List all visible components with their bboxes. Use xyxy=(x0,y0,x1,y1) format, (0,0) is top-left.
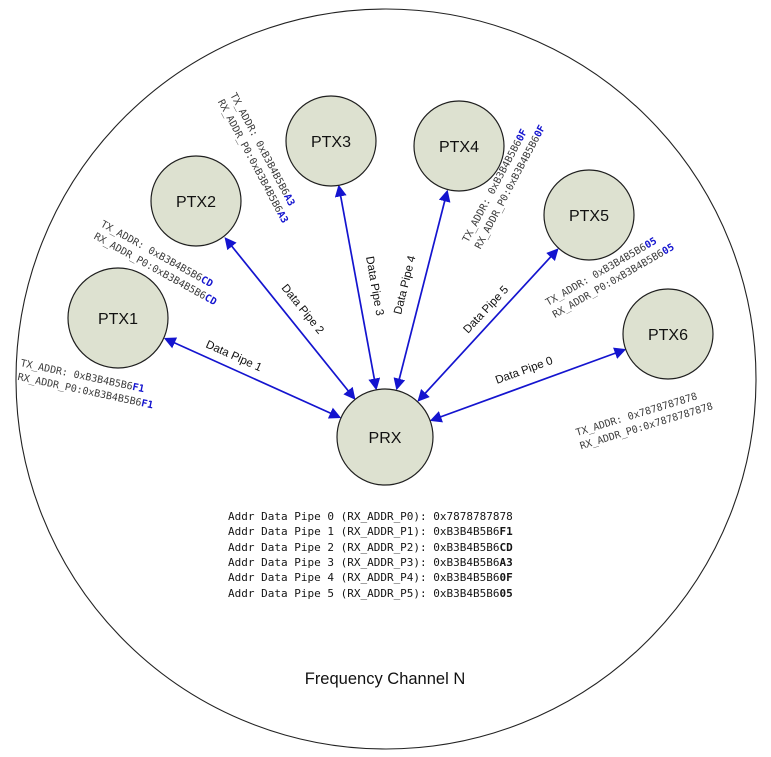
data-pipe-5-label: Data Pipe 5 xyxy=(461,284,511,336)
addr-byte: 0F xyxy=(533,124,548,140)
table-row: Addr Data Pipe 3 (RX_ADDR_P3): 0xB3B4B5B… xyxy=(228,556,513,569)
data-pipe-0-arrow xyxy=(429,347,627,423)
data-pipe-2-arrow xyxy=(224,237,356,400)
data-pipe-2-label: Data Pipe 2 xyxy=(279,282,326,336)
addr-byte: A3 xyxy=(274,209,289,225)
addr-byte: 0F xyxy=(515,128,530,144)
ptx6-address-label: TX_ADDR: 0x7878787878 RX_ADDR_P0:0x78787… xyxy=(575,391,715,452)
addr-byte: F1 xyxy=(131,382,145,395)
ptx4-circle xyxy=(413,100,505,192)
table-row: Addr Data Pipe 4 (RX_ADDR_P4): 0xB3B4B5B… xyxy=(228,571,513,584)
table-row-text: Addr Data Pipe 1 (RX_ADDR_P1): 0xB3B4B5B… xyxy=(228,525,500,538)
table-row-text: Addr Data Pipe 2 (RX_ADDR_P2): 0xB3B4B5B… xyxy=(228,541,500,554)
ptx1-circle xyxy=(67,267,169,369)
data-pipe-3-label: Data Pipe 3 xyxy=(363,255,385,316)
ptx3-node: PTX3 xyxy=(285,95,377,187)
ptx3-circle xyxy=(285,95,377,187)
addr-byte: CD xyxy=(199,274,215,289)
ptx5-label: PTX5 xyxy=(569,208,609,225)
table-row-text: Addr Data Pipe 3 (RX_ADDR_P3): 0xB3B4B5B… xyxy=(228,556,500,569)
ptx5-circle xyxy=(543,169,635,261)
table-row-text: Addr Data Pipe 0 (RX_ADDR_P0): 0x7878787… xyxy=(228,510,513,523)
ptx1-address-label: TX_ADDR: 0xB3B4B5B6F1 RX_ADDR_P0:0xB3B4B… xyxy=(16,358,154,411)
prx-circle xyxy=(336,388,434,486)
ptx2-node: PTX2 xyxy=(150,155,242,247)
pipe-labels: Data Pipe 1 Data Pipe 2 Data Pipe 3 Data… xyxy=(204,254,555,387)
table-row-byte: 0F xyxy=(500,571,513,584)
addr-byte: 05 xyxy=(660,242,676,258)
frequency-channel-label: Frequency Channel N xyxy=(305,670,466,688)
table-row-byte: F1 xyxy=(500,525,514,538)
ptx1-label: PTX1 xyxy=(98,311,138,328)
ptx3-label: PTX3 xyxy=(311,134,351,151)
table-row: Addr Data Pipe 1 (RX_ADDR_P1): 0xB3B4B5B… xyxy=(228,525,513,538)
addr-byte: 05 xyxy=(643,236,659,252)
table-row-text: Addr Data Pipe 4 (RX_ADDR_P4): 0xB3B4B5B… xyxy=(228,571,500,584)
prx-label: PRX xyxy=(369,430,402,447)
data-pipe-0-label: Data Pipe 0 xyxy=(494,355,555,387)
ptx6-node: PTX6 xyxy=(622,288,714,380)
ptx1-node: PTX1 xyxy=(67,267,169,369)
ptx2-label: PTX2 xyxy=(176,194,216,211)
frequency-channel-boundary xyxy=(15,8,757,750)
pipe-arrows xyxy=(163,184,627,423)
ptx2-circle xyxy=(150,155,242,247)
addr-byte: CD xyxy=(202,293,218,308)
ptx5-node: PTX5 xyxy=(543,169,635,261)
table-row-byte: A3 xyxy=(500,556,513,569)
prx-node: PRX xyxy=(336,388,434,486)
table-row-byte: 05 xyxy=(500,587,513,600)
addr-byte: F1 xyxy=(140,398,154,411)
ptx4-node: PTX4 xyxy=(413,100,505,192)
ptx4-label: PTX4 xyxy=(439,139,479,156)
table-row-byte: CD xyxy=(500,541,514,554)
data-pipe-1-arrow xyxy=(163,337,342,419)
addr-byte: A3 xyxy=(281,192,296,208)
table-row-text: Addr Data Pipe 5 (RX_ADDR_P5): 0xB3B4B5B… xyxy=(228,587,500,600)
table-row: Addr Data Pipe 2 (RX_ADDR_P2): 0xB3B4B5B… xyxy=(228,541,513,554)
table-row: Addr Data Pipe 5 (RX_ADDR_P5): 0xB3B4B5B… xyxy=(228,587,513,600)
data-pipe-5-arrow xyxy=(417,248,559,402)
ptx6-circle xyxy=(622,288,714,380)
pipe-address-table: Addr Data Pipe 0 (RX_ADDR_P0): 0x7878787… xyxy=(228,510,513,600)
table-row: Addr Data Pipe 0 (RX_ADDR_P0): 0x7878787… xyxy=(228,510,513,523)
data-pipe-4-label: Data Pipe 4 xyxy=(392,254,418,316)
data-pipe-3-arrow xyxy=(334,184,381,391)
ptx6-label: PTX6 xyxy=(648,327,688,344)
